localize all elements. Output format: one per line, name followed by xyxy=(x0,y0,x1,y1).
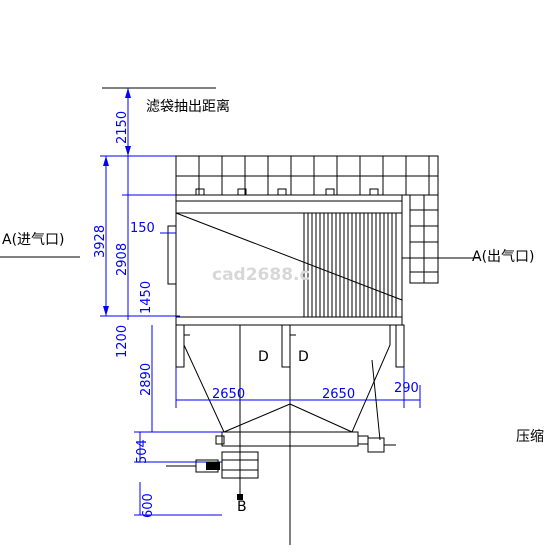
housing-bottom-band xyxy=(175,316,403,326)
top-railing xyxy=(175,155,439,196)
screw-conveyor xyxy=(215,431,396,453)
dim-2650-left: 2650 xyxy=(212,387,245,402)
dim-2150: 2150 xyxy=(115,111,130,144)
compress-leader xyxy=(371,359,381,441)
discharge-motor xyxy=(166,451,259,479)
marker-b-label: B xyxy=(237,499,247,515)
marker-b-square xyxy=(237,494,243,500)
compress-label: 压缩 xyxy=(516,429,544,445)
dim-600: 600 xyxy=(141,493,156,518)
inlet-label: A(进气口) xyxy=(2,232,65,248)
marker-d-left: D xyxy=(258,349,269,365)
bag-clearance-label: 滤袋抽出距离 xyxy=(146,98,230,115)
arrow-top xyxy=(125,88,131,98)
outlet-label: A(出气口) xyxy=(472,249,535,265)
dim-3928: 3928 xyxy=(93,225,108,258)
dim-290: 290 xyxy=(394,381,419,396)
dim-2908: 2908 xyxy=(115,243,130,276)
arrow-156a xyxy=(125,146,131,156)
top-cover xyxy=(175,188,403,214)
dim-504: 504 xyxy=(135,439,150,464)
dim-2650-right: 2650 xyxy=(322,387,355,402)
side-ladder xyxy=(409,194,439,284)
inlet-flange xyxy=(160,225,177,285)
marker-d-right: D xyxy=(298,349,309,365)
dim-1450: 1450 xyxy=(139,281,154,314)
dim-2890: 2890 xyxy=(139,363,154,396)
filter-bags xyxy=(307,213,397,317)
watermark-text: cad2688.c xyxy=(212,265,310,285)
hopper xyxy=(183,325,391,545)
dim-1200: 1200 xyxy=(115,325,130,358)
arrow-316 xyxy=(103,306,109,316)
arrow-156b xyxy=(103,156,109,166)
dim-150: 150 xyxy=(130,221,155,236)
